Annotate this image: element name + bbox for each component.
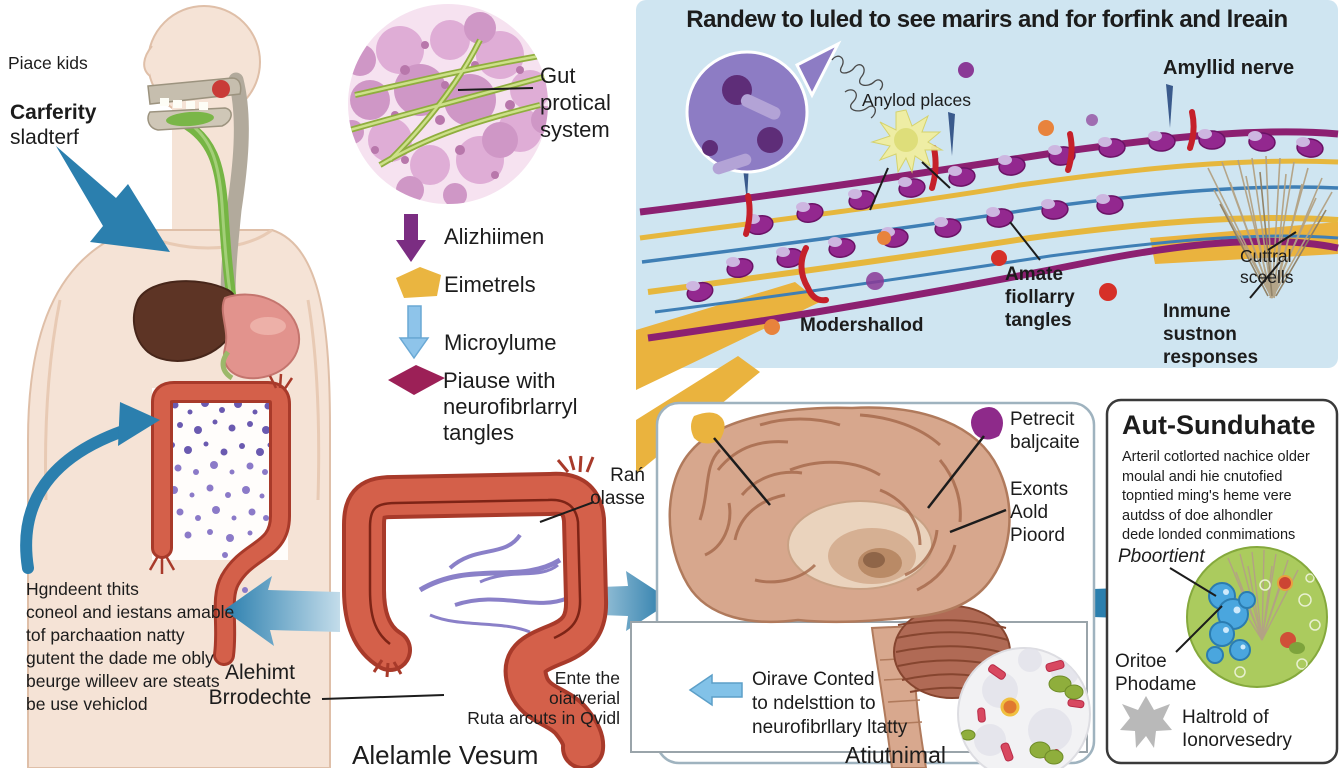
marker-purple-blob <box>971 407 1003 440</box>
label-pboortient: Pboortient <box>1118 546 1205 567</box>
body-paragraph: Hgndeent thits coneol and iestans amable… <box>26 579 235 714</box>
brain-illustration <box>668 406 1011 768</box>
neuro-panel-title: Randew to luled to see marirs and for fo… <box>686 6 1288 33</box>
legend-icons <box>388 214 445 395</box>
label-intestine-note: Ente the oiarverial Ruta arcuts in Qvidl <box>467 668 620 728</box>
mouth-illustration <box>147 77 242 131</box>
label-modershallod: Modershallod <box>800 315 924 336</box>
brain-leader-lines <box>713 435 1007 534</box>
brain-micrograph <box>957 647 1091 768</box>
label-glial-cells: Cuttral sceells <box>1240 246 1294 287</box>
label-petrecit: Petrecit baljcaite <box>1010 409 1080 453</box>
label-oritoe: Oritoe Phodame <box>1115 651 1197 695</box>
legend-item-4: Piause with neurofibrlarryl tangles <box>443 368 578 445</box>
brain-gyri <box>698 413 962 592</box>
intestine-caption: Alelamle Vesum <box>352 740 539 768</box>
label-haltrold: Haltrold of Ionorvesedry <box>1182 707 1292 751</box>
legend-item-2: Eimetrels <box>444 272 536 297</box>
human-body-illustration <box>27 5 331 768</box>
legend-item-3: Microylume <box>444 330 557 355</box>
neuro-leader-lines <box>869 161 1297 299</box>
label-gut-micrograph: Gut protical system <box>540 63 611 142</box>
legend-gold-blob-icon <box>396 267 441 298</box>
label-exonts: Exonts Aold Pioord <box>1010 479 1069 546</box>
mesentery-vessels <box>418 533 569 634</box>
arrow-gut-to-brain <box>572 571 672 631</box>
bacteria-bubble <box>685 40 842 175</box>
label-immune-responses: Inmune sustnon responses <box>1163 301 1259 368</box>
red-lesion-marks <box>743 109 1197 304</box>
note-box-text: Oirave Conted to ndelsttion to neurofibr… <box>752 669 908 738</box>
amyloid-plaque-starburst <box>870 109 944 174</box>
intestine-leader-lines <box>321 501 595 700</box>
arrow-left-to-body <box>224 576 340 646</box>
label-neurofibrillary-tangles: Amate fiollarry tangles <box>1005 264 1075 331</box>
side-panel-leader-lines <box>1169 567 1223 653</box>
gut-micrograph <box>348 4 548 204</box>
marker-gold-blob <box>691 412 725 444</box>
intestine-illustration <box>321 455 609 768</box>
scribble-doodle <box>831 55 884 119</box>
colon-with-microbes <box>148 373 294 666</box>
starburst-icon <box>1120 696 1172 748</box>
label-amyloid-nerve: Amyllid nerve <box>1163 57 1295 79</box>
label-alehimt: Alehimt Brrodechte <box>208 661 312 709</box>
legend-purple-arrow-icon <box>396 214 426 262</box>
leader-line-gut <box>457 87 534 91</box>
arrow-throat-to-gut <box>56 146 170 252</box>
side-panel-title: Aut-Sunduhate <box>1122 410 1316 440</box>
label-ran-olasse: Rań olasse <box>590 465 645 509</box>
brain-caption: Atiutnimal <box>845 742 946 768</box>
legend-magenta-diamond-icon <box>388 365 445 395</box>
note-box-arrow-icon <box>688 673 743 707</box>
label-throat: Carferity sladterf <box>10 101 97 149</box>
legend-blue-arrow-icon <box>398 305 430 360</box>
label-amyloid-plaques: Anylod places <box>862 90 971 110</box>
microglia-blue-blob <box>1206 582 1256 664</box>
label-mouth: Piace kids <box>8 53 88 73</box>
legend-item-1: Alizhiimen <box>444 224 545 249</box>
side-panel-body: Arteril cotlorted nachice older moulal a… <box>1122 449 1310 543</box>
nerve-cells <box>686 129 1324 303</box>
side-panel <box>1105 398 1339 765</box>
arrow-curved-to-colon <box>20 422 138 574</box>
neuro-panel-art <box>636 40 1339 474</box>
stomach <box>221 293 301 380</box>
